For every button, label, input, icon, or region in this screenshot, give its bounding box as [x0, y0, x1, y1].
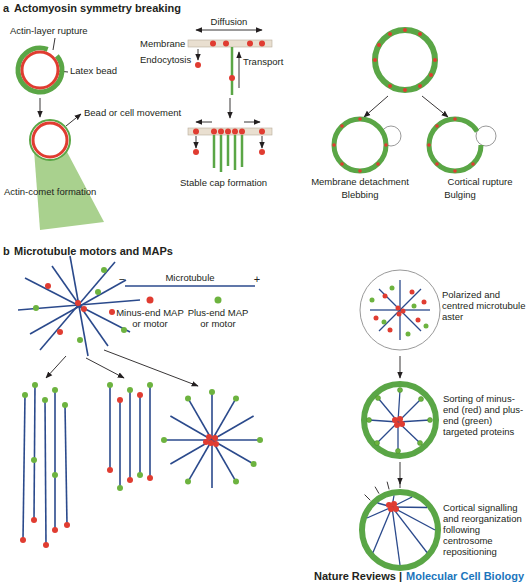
- part-label: Diffusion: [196, 16, 262, 27]
- polarity-sign: −: [117, 274, 127, 285]
- part-label: Membrane: [140, 38, 188, 49]
- polarity-sign: +: [252, 274, 262, 285]
- part-label: Transport: [243, 56, 303, 67]
- part-label: Bead or cell movement: [84, 107, 204, 118]
- journal-credit: Nature Reviews | Molecular Cell Biology: [314, 570, 524, 582]
- part-label: Microtubule: [150, 272, 230, 283]
- step-label: Polarized and centred microtubule aster: [442, 289, 530, 322]
- part-label: Actin-comet formation: [4, 186, 124, 197]
- panel-title: Microtubule motors and MAPs: [14, 246, 264, 257]
- part-label: Minus-end MAP or motor: [115, 307, 185, 329]
- part-label: Stable cap formation: [180, 177, 290, 188]
- part-label: Endocytosis: [140, 54, 196, 65]
- part-label: Blebbing: [300, 189, 420, 200]
- step-label: Cortical signalling and reorganization f…: [443, 502, 530, 557]
- part-label: Plus-end MAP or motor: [184, 307, 252, 329]
- panel-letter: a: [3, 3, 15, 14]
- step-label: Sorting of minus-end (red) and plus-end …: [443, 393, 529, 437]
- part-label: Bulging: [430, 189, 490, 200]
- panel-letter: b: [3, 246, 15, 257]
- panel-title: Actomyosin symmetry breaking: [14, 3, 264, 14]
- credit-text: Molecular Cell Biology: [406, 570, 524, 582]
- part-label: Latex bead: [70, 65, 140, 76]
- credit-text: Nature Reviews |: [314, 570, 402, 582]
- part-label: Cortical rupture: [430, 176, 530, 187]
- part-label: Actin-layer rupture: [10, 25, 120, 36]
- part-label: Membrane detachment: [300, 176, 420, 187]
